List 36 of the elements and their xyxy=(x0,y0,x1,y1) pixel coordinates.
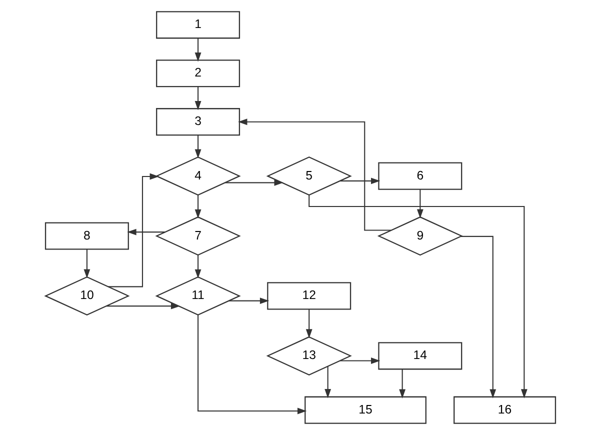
arrow xyxy=(106,302,180,310)
node-diamond: 13 xyxy=(266,336,352,376)
node-diamond: 11 xyxy=(155,276,241,316)
arrow xyxy=(194,135,202,158)
arrow xyxy=(238,118,392,231)
node-diamond: 4 xyxy=(155,156,241,196)
arrow xyxy=(194,86,202,110)
arrow xyxy=(460,236,496,398)
node-diamond: 10 xyxy=(44,276,130,316)
arrow xyxy=(340,358,380,364)
arrow xyxy=(399,369,406,398)
node-box: 16 xyxy=(454,396,556,424)
node-box: 1 xyxy=(156,11,240,39)
arrow xyxy=(225,179,284,186)
node-box: 8 xyxy=(44,222,129,250)
node-box: 14 xyxy=(378,342,462,370)
arrow xyxy=(324,366,332,398)
arrow xyxy=(108,173,159,288)
node-box: 3 xyxy=(156,108,240,136)
arrow xyxy=(194,254,202,278)
node-diamond: 9 xyxy=(377,216,463,256)
arrow xyxy=(306,309,312,338)
arrow xyxy=(84,249,90,278)
arrow xyxy=(194,195,202,219)
arrow xyxy=(228,298,270,304)
arrow xyxy=(127,228,165,236)
arrow xyxy=(340,178,380,184)
arrow xyxy=(198,314,307,414)
node-box: 6 xyxy=(378,162,462,190)
arrow xyxy=(194,38,202,62)
arrow xyxy=(416,189,424,218)
node-box: 12 xyxy=(267,282,352,310)
node-diamond: 5 xyxy=(266,156,352,196)
node-box: 15 xyxy=(304,396,426,424)
node-diamond: 7 xyxy=(155,216,241,256)
node-box: 2 xyxy=(156,60,240,88)
